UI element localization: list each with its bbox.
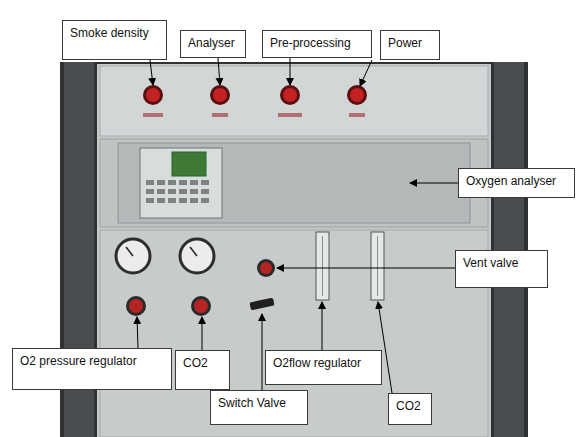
plate-marks [143,113,365,117]
red-buttons [143,85,367,105]
callout-box: Vent valve [455,250,548,288]
leader-arrow [262,314,263,390]
callout-text: CO2 [396,399,424,414]
key [157,198,165,203]
red-button [146,88,160,102]
callout-text: Pre-processing [270,36,364,51]
callout-box: Analyser [180,30,246,58]
key [190,180,198,185]
key [201,198,209,203]
key [146,198,154,203]
leader-arrow [150,60,153,85]
knob-ring [191,296,211,316]
leader-arrow [290,58,291,85]
plate-mark [212,113,228,117]
plate-mark [278,113,302,117]
callout-text: CO2 [183,356,222,371]
callout-text: Vent valve [463,256,540,271]
button-ring [143,85,163,105]
vent-valve-knob [260,262,272,274]
flowmeter-tube [316,232,329,300]
callout-text: Switch Valve [218,396,300,411]
leader-arrow [277,268,455,269]
callout-box: Pre-processing [262,30,372,58]
callout-text: Analyser [188,36,238,51]
red-button [213,88,227,102]
callout-box: Switch Valve [210,390,308,425]
button-ring [210,85,230,105]
plate-mark [143,113,163,117]
red-button [283,88,297,102]
callout-box: CO2 [175,350,230,390]
key [201,189,209,194]
key [146,189,154,194]
key [146,180,154,185]
callout-text: O2flow regulator [273,356,374,371]
callout-text: O2 pressure regulator [20,354,164,369]
key [179,198,187,203]
analyser-rack [118,143,470,223]
pressure-gauge [116,239,150,273]
leader-lines [137,58,458,393]
analyser-band [100,139,488,227]
key [157,180,165,185]
key [168,189,176,194]
leader-arrow [137,317,138,348]
callout-box: O2flow regulator [265,350,382,385]
leader-arrow [322,302,323,350]
pressure-gauge [180,239,214,273]
key [201,180,209,185]
key [168,180,176,185]
key [179,189,187,194]
leader-arrow [360,60,372,86]
button-ring [280,85,300,105]
knob-ring [126,296,146,316]
gauge-needle [190,247,197,256]
callout-box: O2 pressure regulator [12,348,172,390]
keypad [146,180,209,203]
regulator-knobs [126,296,211,316]
red-button [350,88,364,102]
key [157,189,165,194]
flowmeter-scale [322,236,323,296]
plate-mark [349,113,365,117]
key [190,189,198,194]
leader-arrow [218,58,220,85]
callout-text: Power [388,36,432,51]
regulator-knob [129,299,143,313]
pressure-gauges [116,239,214,273]
button-ring [347,85,367,105]
leader-arrow [410,183,458,184]
analyser-device [140,148,222,218]
leader-arrow [202,317,203,350]
flowmeters [316,232,384,300]
key [168,198,176,203]
key [190,198,198,203]
flowmeter-scale [377,236,378,296]
switch-band [100,66,488,136]
callout-box: CO2 [388,393,432,425]
switch-lever [249,298,274,311]
callout-text: Oxygen analyser [466,174,567,189]
callout-text: Smoke density [70,26,159,41]
gauge-needle [126,247,133,256]
gas-band [100,230,488,437]
callout-box: Oxygen analyser [458,168,575,198]
callout-box: Smoke density [62,20,167,60]
key [179,180,187,185]
regulator-knob [194,299,208,313]
flowmeter-tube [371,232,384,300]
vent-valve-ring [257,259,275,277]
callout-box: Power [380,30,440,60]
analyser-screen [172,152,206,176]
